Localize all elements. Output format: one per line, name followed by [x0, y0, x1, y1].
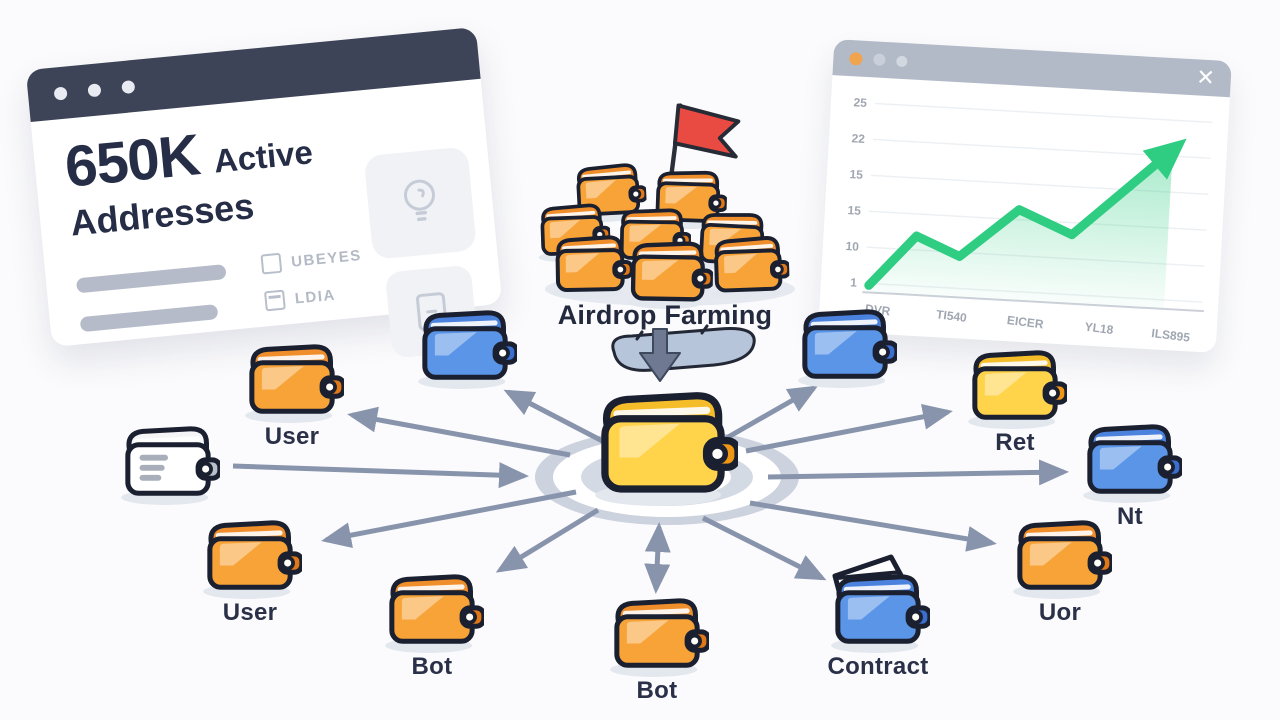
- wallet-label: Bot: [411, 653, 453, 680]
- checklist: UBEYES LDIA: [260, 245, 366, 312]
- window-dot: [53, 85, 68, 101]
- window-dot: [87, 82, 102, 97]
- window-dot-orange: [849, 51, 863, 66]
- svg-text:15: 15: [849, 167, 863, 182]
- placeholder-bar: [79, 304, 219, 333]
- central-wallet-icon: [588, 380, 738, 506]
- wallet-node-contract: Contract: [803, 554, 953, 681]
- trend-chart: 25 22 15 15 10 1 DVR TI540 EICER YL18 IL…: [845, 95, 1213, 345]
- window-dot: [121, 79, 136, 94]
- calendar-icon: [264, 289, 286, 312]
- wallet-icon: [793, 301, 897, 388]
- arrow-to-uor: [749, 500, 997, 552]
- wallet-label: Bot: [636, 677, 678, 704]
- wallet-label: User: [264, 423, 320, 450]
- arrow-from-white-wallet: [232, 462, 529, 489]
- headline-value: 650K: [62, 122, 203, 200]
- wallet-node-upper-left-blue: [390, 302, 540, 389]
- parachute-basket: [611, 327, 756, 372]
- arrow-to-bot-left: [495, 507, 600, 573]
- wallet-label: Ret: [995, 429, 1035, 456]
- trend-area: [868, 150, 1173, 309]
- window-dot: [873, 53, 886, 66]
- wallet-icon: [605, 590, 709, 677]
- checkbox-icon: [260, 252, 283, 275]
- wallet-icon: [1008, 512, 1112, 599]
- svg-text:1: 1: [850, 275, 858, 289]
- stacked-wallet-icon: [708, 235, 791, 301]
- wallet-icon: [963, 342, 1067, 429]
- checklist-item: LDIA: [264, 282, 366, 312]
- wallet-node-white: [93, 418, 243, 505]
- stacked-wallet-icon: [547, 228, 632, 299]
- svg-text:10: 10: [845, 239, 859, 254]
- svg-text:EICER: EICER: [1006, 313, 1044, 332]
- wallet-icon: [380, 566, 484, 653]
- airdrop-farming-label: Airdrop Farming: [557, 300, 773, 330]
- stacked-wallet-icon: [622, 233, 713, 310]
- wallet-face-lines: [116, 418, 220, 505]
- y-axis-labels: 25 22 15 15 10 1: [845, 95, 867, 289]
- arrow-to-bot-bottom: [644, 522, 671, 594]
- wallet-node-central: [588, 380, 738, 506]
- wallet-node-user-upper: User: [217, 336, 367, 451]
- svg-text:25: 25: [853, 95, 867, 110]
- wallet-label: Uor: [1038, 599, 1082, 626]
- arrow-to-user-lower: [321, 489, 577, 549]
- placeholder-bar: [75, 264, 227, 294]
- wallet-label: Nt: [1117, 503, 1143, 530]
- wallet-label: Contract: [827, 653, 929, 680]
- arrow-to-nt: [767, 459, 1069, 486]
- arrow-to-user-upper: [347, 406, 571, 458]
- wallet-icon: [198, 512, 302, 599]
- wallet-icon: [1078, 416, 1182, 503]
- arrow-to-ret: [745, 403, 953, 454]
- headline-unit: Active: [212, 133, 315, 180]
- wallet-node-uor: Uor: [985, 512, 1135, 627]
- checklist-label: LDIA: [294, 286, 337, 308]
- trend-line: [864, 138, 1187, 290]
- wallet-node-nt: Nt: [1055, 416, 1205, 531]
- wallet-node-user-lower: User: [175, 512, 325, 627]
- wallet-label: User: [222, 599, 278, 626]
- svg-text:YL18: YL18: [1084, 320, 1115, 338]
- wallet-node-bot-left: Bot: [357, 566, 507, 681]
- svg-text:15: 15: [847, 203, 861, 218]
- svg-text:22: 22: [851, 131, 865, 146]
- checklist-item: UBEYES: [260, 245, 362, 275]
- lightbulb-icon: [403, 179, 435, 222]
- close-button[interactable]: ✕: [1195, 64, 1216, 91]
- placeholder-bars: [75, 264, 230, 333]
- chart-window: ✕ 25 22 15 15: [818, 39, 1232, 353]
- wallet-node-ret: Ret: [940, 342, 1090, 457]
- wallet-node-upper-right-blue: [770, 301, 920, 388]
- wallet-node-bot-bottom: Bot: [582, 590, 732, 705]
- wallet-icon: [413, 302, 517, 389]
- window-dot: [896, 55, 908, 67]
- icon-tile: [363, 146, 478, 260]
- airdrop-down-arrow: [639, 328, 681, 382]
- wallet-icon: [240, 336, 344, 423]
- wallet-icon: [826, 566, 930, 653]
- x-axis-labels: DVR TI540 EICER YL18 ILS895: [864, 301, 1191, 345]
- svg-text:ILS895: ILS895: [1151, 326, 1191, 345]
- checklist-label: UBEYES: [290, 246, 363, 271]
- svg-text:TI540: TI540: [935, 307, 968, 325]
